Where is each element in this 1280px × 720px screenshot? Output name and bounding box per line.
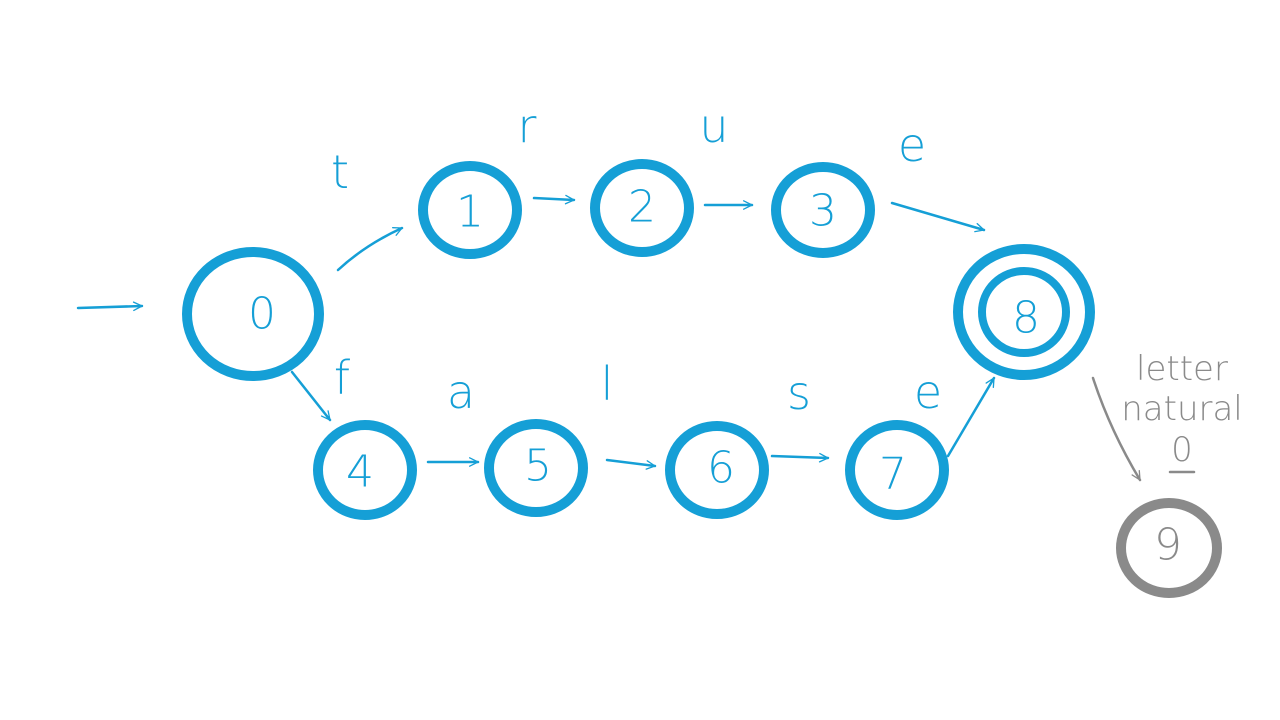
edge-0-1 [336,226,404,272]
edge-5-6 [605,458,657,470]
state-2: 2 [590,159,694,257]
edge-label-s: s [787,366,811,420]
state-6: 6 [665,421,769,519]
edge-3-8 [890,201,986,233]
state-0-label: 0 [248,289,276,340]
state-8-label: 8 [1012,293,1040,344]
edge-label-e-bottom: e [914,365,942,419]
state-4: 4 [313,420,417,520]
edge-label-t: t [331,145,349,199]
state-7: 7 [845,420,949,520]
edge-label-a: a [447,365,475,419]
state-5: 5 [484,419,588,517]
edge-label-r: r [518,99,537,153]
start-arrow [76,301,144,312]
state-3: 3 [771,162,875,258]
state-4-label: 4 [346,447,374,498]
note-natural: natural [1121,389,1243,429]
state-1-label: 1 [456,187,484,238]
edge-8-9 [1091,376,1142,482]
state-6-label: 6 [707,443,735,494]
edge-label-e-top: e [898,118,926,172]
state-2-label: 2 [628,182,656,233]
note-zero: 0 [1171,430,1193,470]
edge-1-2 [532,194,576,205]
state-9-label: 9 [1154,520,1182,571]
note-letter: letter [1136,349,1228,389]
edge-label-f: f [334,351,351,405]
edge-label-l: l [601,357,614,411]
state-7-label: 7 [879,449,907,500]
edge-label-u: u [699,99,728,153]
state-5-label: 5 [524,441,552,492]
state-8-accepting: 8 [953,244,1095,380]
edge-6-7 [770,452,830,463]
edge-7-8 [946,376,996,458]
state-0: 0 [182,247,324,381]
state-3-label: 3 [809,186,837,237]
state-1: 1 [418,161,522,259]
state-9: 9 [1116,498,1222,598]
edge-0-4 [290,370,332,422]
